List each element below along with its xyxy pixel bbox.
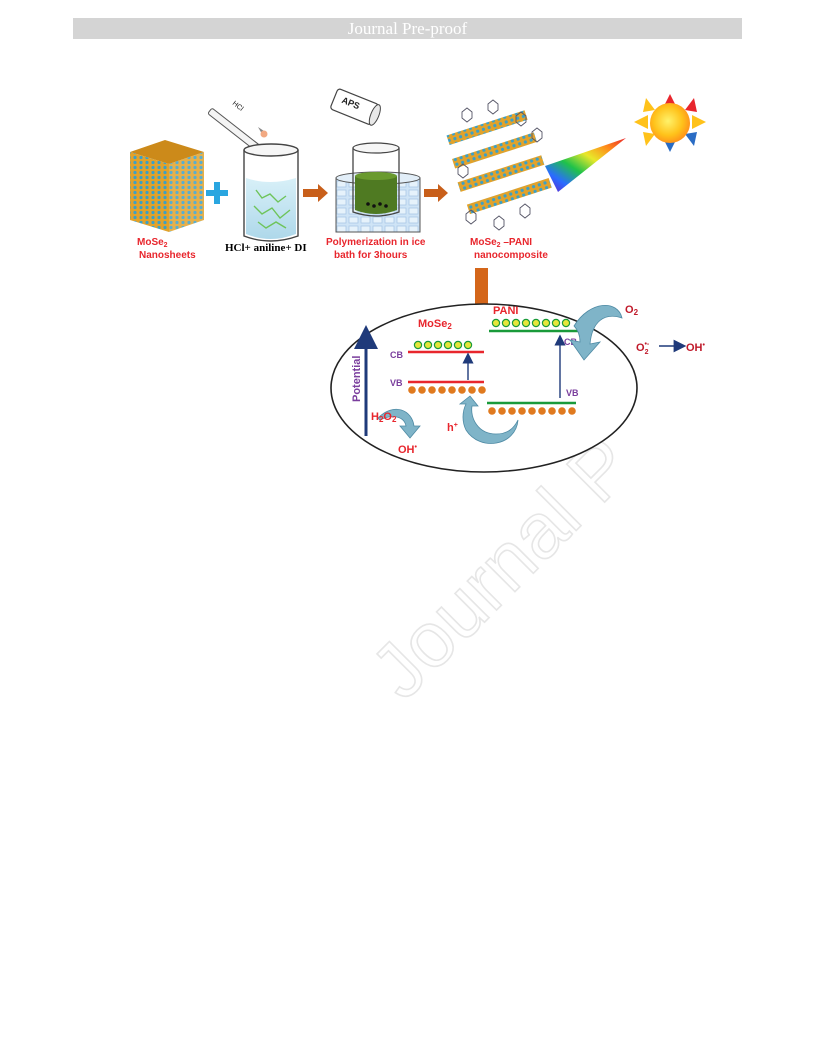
beaker-icon bbox=[243, 143, 299, 242]
potential-label: Potential bbox=[351, 356, 363, 402]
journal-header-bar: Journal Pre-proof bbox=[73, 18, 742, 39]
ice-bath-beaker-icon bbox=[335, 142, 421, 233]
nanocomposite-structure-icon bbox=[446, 99, 552, 231]
hcl-tag: HCl bbox=[231, 100, 245, 113]
mose2-vb-label: VB bbox=[390, 378, 403, 388]
oh-radical-label-right: OH• bbox=[686, 342, 706, 354]
header-title: Journal Pre-proof bbox=[347, 19, 468, 38]
mose2-cb-electrons bbox=[413, 340, 473, 350]
pani-vb-label: VB bbox=[566, 388, 579, 398]
mose2-nanosheet-stack-icon bbox=[130, 140, 204, 232]
hole-transfer-arrow bbox=[458, 395, 519, 444]
composite-label: MoSe2 –PANI bbox=[470, 237, 532, 249]
polymerization-label: Polymerization in ice bbox=[326, 237, 426, 248]
light-spectrum-icon bbox=[545, 138, 626, 192]
nanosheets-label: Nanosheets bbox=[139, 250, 196, 261]
pani-label: PANI bbox=[493, 305, 518, 317]
o2-label: O2 bbox=[625, 304, 639, 317]
mose2-nanosheets-label: MoSe2 bbox=[137, 237, 168, 249]
o2-reduction-arrow bbox=[569, 304, 623, 361]
sun-icon bbox=[634, 94, 706, 152]
plus-icon bbox=[206, 182, 228, 204]
oh-radical-label-left: OH• bbox=[398, 444, 418, 456]
mose2-cb-label: CB bbox=[390, 350, 403, 360]
pani-vb-holes bbox=[488, 407, 576, 415]
arrow-right-icon bbox=[424, 184, 448, 202]
nanocomposite-label: nanocomposite bbox=[474, 250, 548, 261]
aps-vial-icon: APS bbox=[330, 88, 381, 126]
hole-label: h+ bbox=[447, 422, 458, 434]
pani-cb-electrons bbox=[491, 318, 571, 328]
h2o2-oxidation-arrow bbox=[377, 408, 421, 439]
mose2-vb-holes bbox=[408, 386, 486, 394]
mose2-band-label: MoSe2 bbox=[418, 318, 452, 331]
mix-label: HCl+ aniline+ DI bbox=[225, 242, 307, 254]
h2o2-label: H2O2 bbox=[371, 411, 397, 424]
superoxide-label: O2•- bbox=[636, 341, 650, 356]
pipette-icon: HCl bbox=[207, 100, 268, 152]
pani-cb-label: CB bbox=[564, 337, 577, 347]
ice-bath-label: bath for 3hours bbox=[334, 250, 408, 261]
arrow-right-icon bbox=[303, 184, 328, 202]
